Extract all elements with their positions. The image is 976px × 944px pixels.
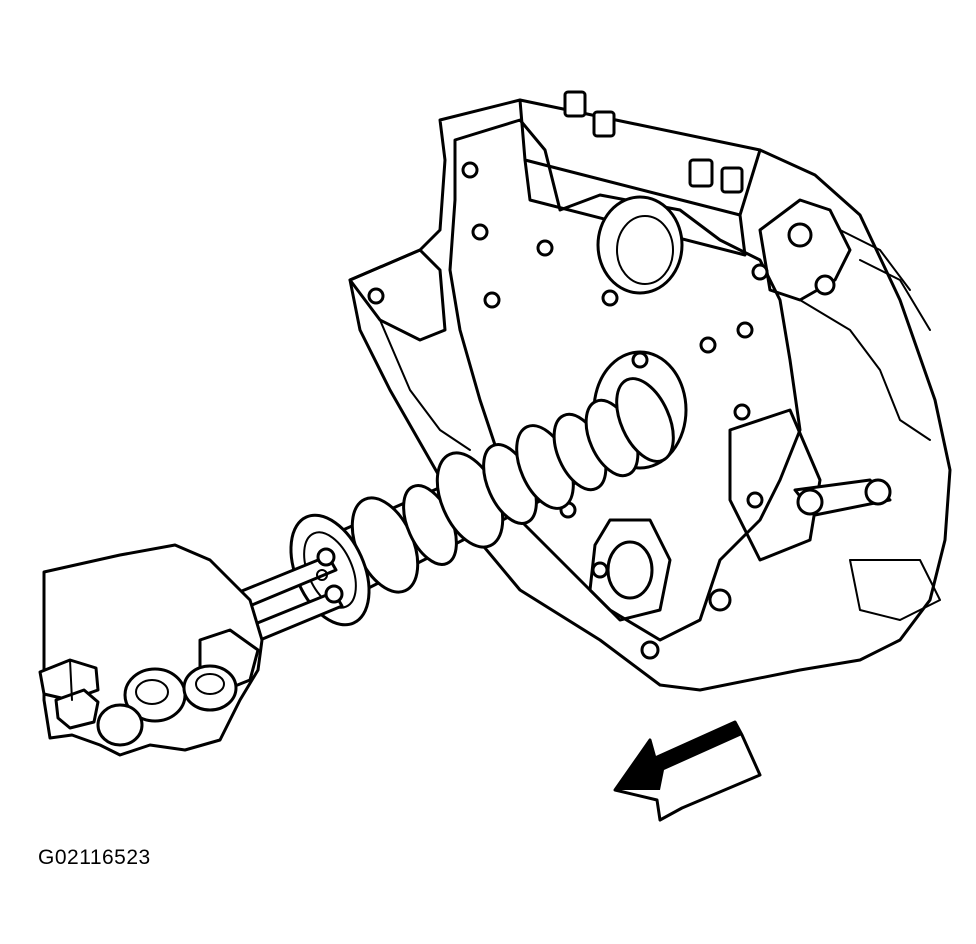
camshaft [289, 377, 675, 627]
bolt-holes [367, 161, 836, 660]
removal-direction-arrow [613, 720, 762, 822]
hand [38, 543, 264, 757]
top-bolts [563, 90, 744, 194]
figure-id-label: G02116523 [38, 846, 151, 869]
